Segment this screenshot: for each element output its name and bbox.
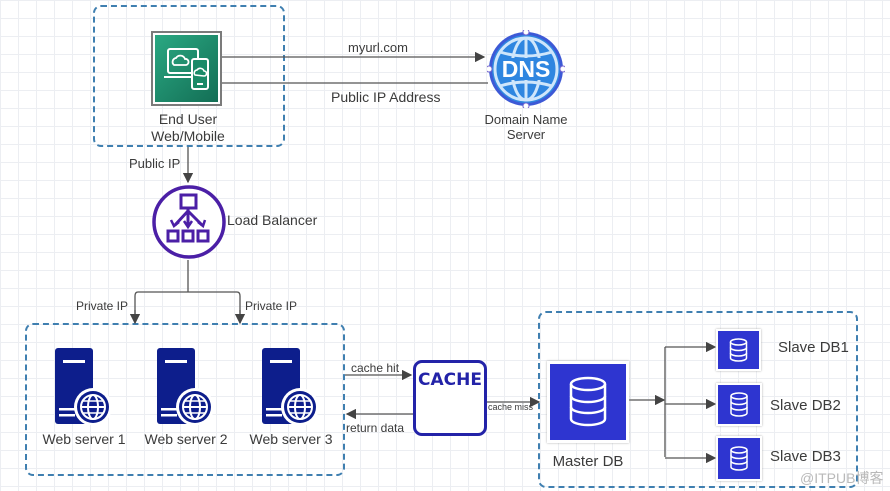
edge-label-return-data: return data bbox=[346, 421, 405, 435]
master-db-node[interactable] bbox=[547, 361, 629, 443]
database-icon bbox=[718, 438, 760, 479]
edge-label-public-ip: Public IP bbox=[129, 156, 181, 171]
slave-db-2-node[interactable] bbox=[716, 383, 762, 426]
globe-icon bbox=[485, 28, 567, 110]
edge-label-private-ip-left: Private IP bbox=[76, 299, 129, 313]
cache-label: CACHE bbox=[418, 370, 482, 390]
web-tier-group bbox=[25, 323, 345, 476]
edge-label-cache-hit: cache hit bbox=[351, 361, 400, 375]
slave-db-3-label: Slave DB3 bbox=[770, 448, 841, 465]
web-server-2-label: Web server 2 bbox=[144, 431, 228, 447]
web-server-icon bbox=[157, 348, 214, 426]
load-balancer-label: Load Balancer bbox=[227, 212, 318, 228]
database-icon bbox=[718, 385, 760, 424]
slave-db-1-node[interactable] bbox=[716, 329, 761, 371]
web-server-2[interactable] bbox=[157, 348, 217, 426]
web-server-3[interactable] bbox=[262, 348, 322, 426]
dns-label-line2: Server bbox=[506, 127, 546, 142]
master-db-label: Master DB bbox=[552, 453, 624, 470]
web-server-1-label: Web server 1 bbox=[42, 431, 126, 447]
dns-badge: DNS bbox=[501, 56, 551, 82]
database-icon bbox=[550, 364, 626, 440]
watermark: @ITPUB博客 bbox=[800, 470, 884, 486]
slave-db-2-label: Slave DB2 bbox=[770, 397, 841, 414]
slave-db-1-label: Slave DB1 bbox=[778, 339, 849, 356]
edge-label-response-ip: Public IP Address bbox=[331, 89, 441, 105]
client-group bbox=[93, 5, 285, 147]
web-server-3-label: Web server 3 bbox=[249, 431, 333, 447]
web-server-1[interactable] bbox=[55, 348, 115, 426]
dns-label-line1: Domain Name bbox=[484, 112, 568, 127]
load-balancer-node[interactable] bbox=[151, 183, 227, 261]
web-server-icon bbox=[55, 348, 112, 426]
end-user-label-line2: Web/Mobile bbox=[151, 128, 225, 144]
edge-label-private-ip-right: Private IP bbox=[245, 299, 298, 313]
load-balancer-icon bbox=[152, 185, 226, 259]
dns-node[interactable]: DNS bbox=[485, 28, 567, 110]
web-server-icon bbox=[262, 348, 319, 426]
cache-node[interactable]: CACHE bbox=[413, 360, 487, 436]
database-icon bbox=[718, 331, 759, 369]
end-user-label-line1: End User bbox=[158, 111, 218, 127]
end-user-node[interactable] bbox=[151, 31, 222, 106]
edge-private-ip bbox=[134, 260, 241, 322]
edge-label-cache-miss: cache miss bbox=[488, 402, 534, 412]
devices-icon bbox=[155, 35, 218, 102]
edge-label-request-domain: myurl.com bbox=[348, 40, 408, 55]
slave-db-3-node[interactable] bbox=[716, 436, 762, 481]
